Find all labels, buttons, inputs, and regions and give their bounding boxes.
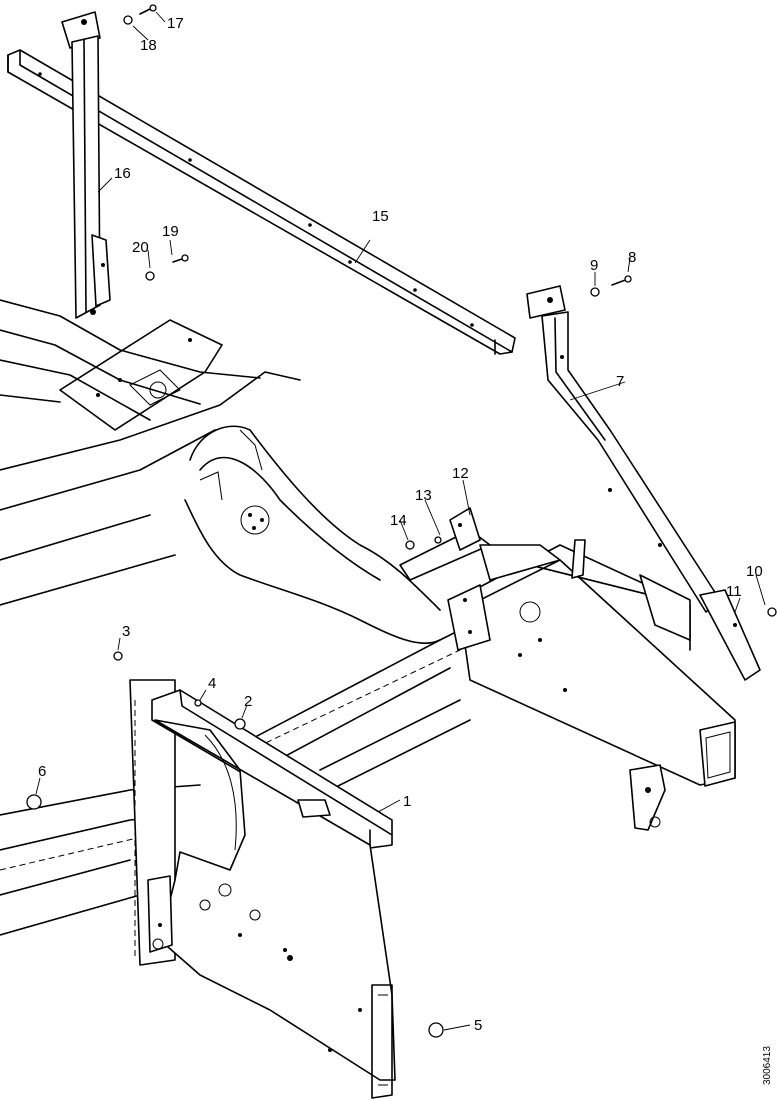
callout-5: 5: [474, 1017, 482, 1034]
vertical-post-part-16: [61, 11, 111, 319]
rear-box-frame: [454, 544, 736, 831]
callout-1: 1: [403, 793, 411, 810]
callout-6: 6: [38, 763, 46, 780]
callout-14: 14: [390, 512, 407, 529]
bracket-part-12: [399, 507, 586, 651]
fasteners: [26, 4, 777, 1038]
callout-16: 16: [114, 165, 131, 182]
callout-4: 4: [208, 675, 216, 692]
callout-7: 7: [616, 373, 624, 390]
callout-15: 15: [372, 208, 389, 225]
callout-9: 9: [590, 257, 598, 274]
chassis-frame-rails: [0, 299, 471, 936]
callout-2: 2: [244, 693, 252, 710]
front-frame-part-1: [129, 679, 396, 1099]
callout-17: 17: [167, 15, 184, 32]
callout-10: 10: [746, 563, 763, 580]
callout-19: 19: [162, 223, 179, 240]
rear-support-arm-part-7: [526, 285, 761, 681]
callout-3: 3: [122, 623, 130, 640]
leader-lines: [35, 11, 766, 813]
callout-11: 11: [726, 583, 742, 600]
mounting-plate: [59, 319, 223, 431]
callout-12: 12: [452, 465, 469, 482]
callout-18: 18: [140, 37, 157, 54]
callout-13: 13: [415, 487, 432, 504]
upper-crossbar-part-15: [7, 49, 516, 355]
document-id: 3006413: [762, 1046, 773, 1085]
callout-labels: 1 2 3 4 5 6 7 8 9 10 11 12 13 14 15 16 1…: [38, 15, 763, 1034]
callout-20: 20: [132, 239, 149, 256]
callout-8: 8: [628, 249, 636, 266]
curved-center-crossmember: [184, 425, 441, 644]
